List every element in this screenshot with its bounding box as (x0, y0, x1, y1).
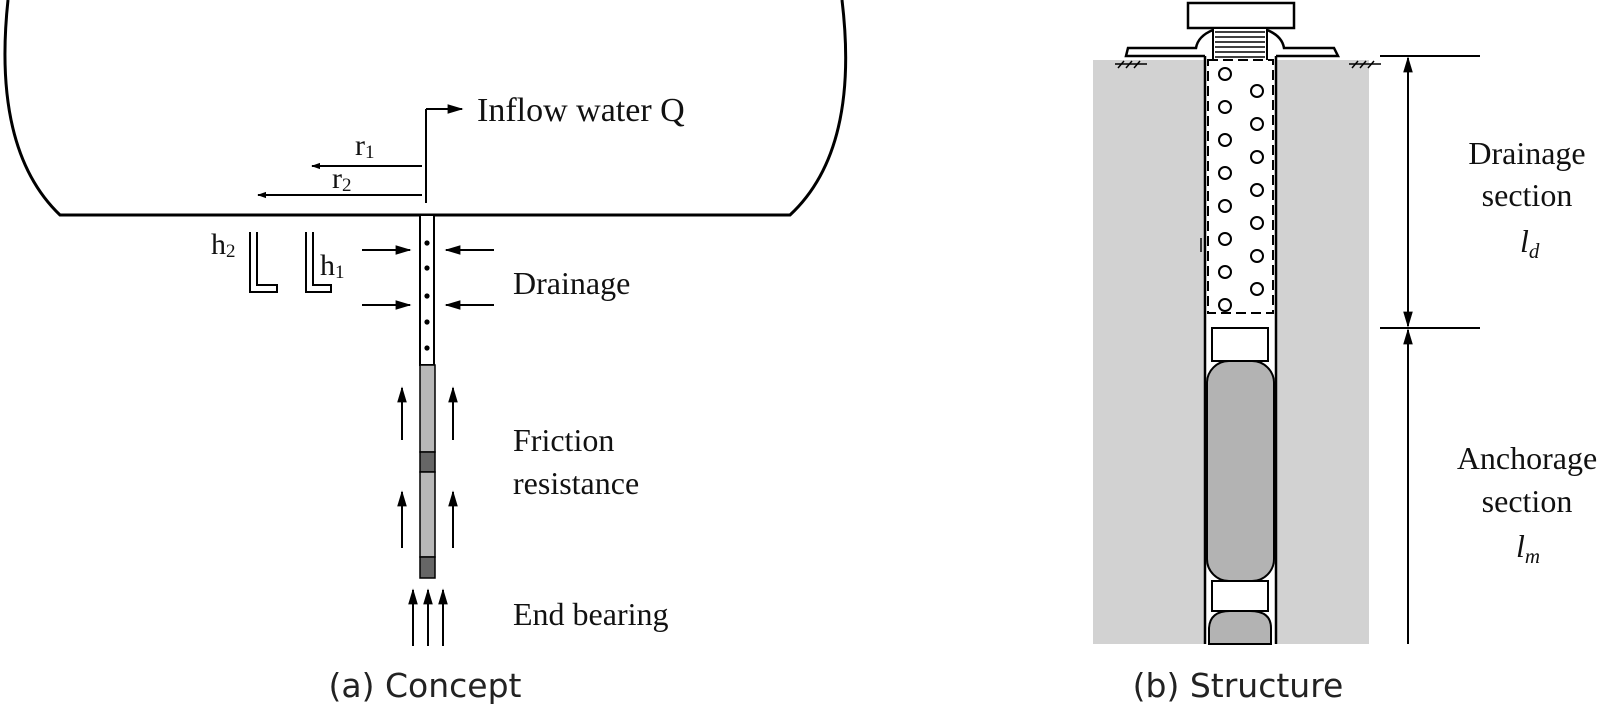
ground-left (1093, 60, 1205, 644)
piezometer-h2 (249, 232, 278, 293)
drainage-section-symbol: ld (1520, 223, 1540, 263)
piezometer-h1 (305, 232, 332, 293)
perforated-pipe (1207, 59, 1274, 314)
spacer-upper (1211, 327, 1269, 362)
h2-label: h2 (211, 228, 236, 262)
h1-label: h1 (320, 249, 345, 283)
spacer-lower (1211, 580, 1269, 612)
structure-caption: (b) Structure (1133, 666, 1344, 704)
anchor-head (1124, 1, 1341, 63)
anchorage-section-symbol: lm (1516, 528, 1540, 568)
drainage-label: Drainage (513, 265, 630, 301)
inflow-label: Inflow water Q (477, 92, 685, 129)
ground-right (1276, 60, 1369, 644)
anchorage-section-line1: Anchorage (1457, 440, 1597, 476)
concept-panel: Inflow water Q r1 r2 h2 h1 Drainage (3, 0, 848, 704)
structure-panel: Drainage section ld Anchorage section lm… (1093, 1, 1597, 704)
anchor-rod-coupler-1 (419, 451, 436, 473)
friction-label-line2: resistance (513, 465, 639, 501)
drainage-section-line1: Drainage (1468, 135, 1585, 171)
anchor-rod-upper (419, 364, 436, 453)
drainage-holes (424, 240, 430, 351)
grout-body (1206, 360, 1275, 582)
drainage-pipe (419, 214, 435, 366)
anchorage-section-line2: section (1482, 483, 1573, 519)
r1-label: r1 (355, 129, 375, 163)
perforation-holes (1218, 67, 1264, 312)
grout-body-lower (1208, 610, 1272, 645)
anchor-rod-lower (419, 471, 436, 558)
anchor-rod-end (419, 556, 436, 579)
end-bearing-label: End bearing (513, 596, 669, 632)
friction-label-line1: Friction (513, 422, 614, 458)
ground-hatch (1115, 60, 1381, 69)
r2-label: r2 (332, 162, 352, 196)
concept-caption: (a) Concept (329, 666, 522, 704)
drainage-section-line2: section (1482, 177, 1573, 213)
